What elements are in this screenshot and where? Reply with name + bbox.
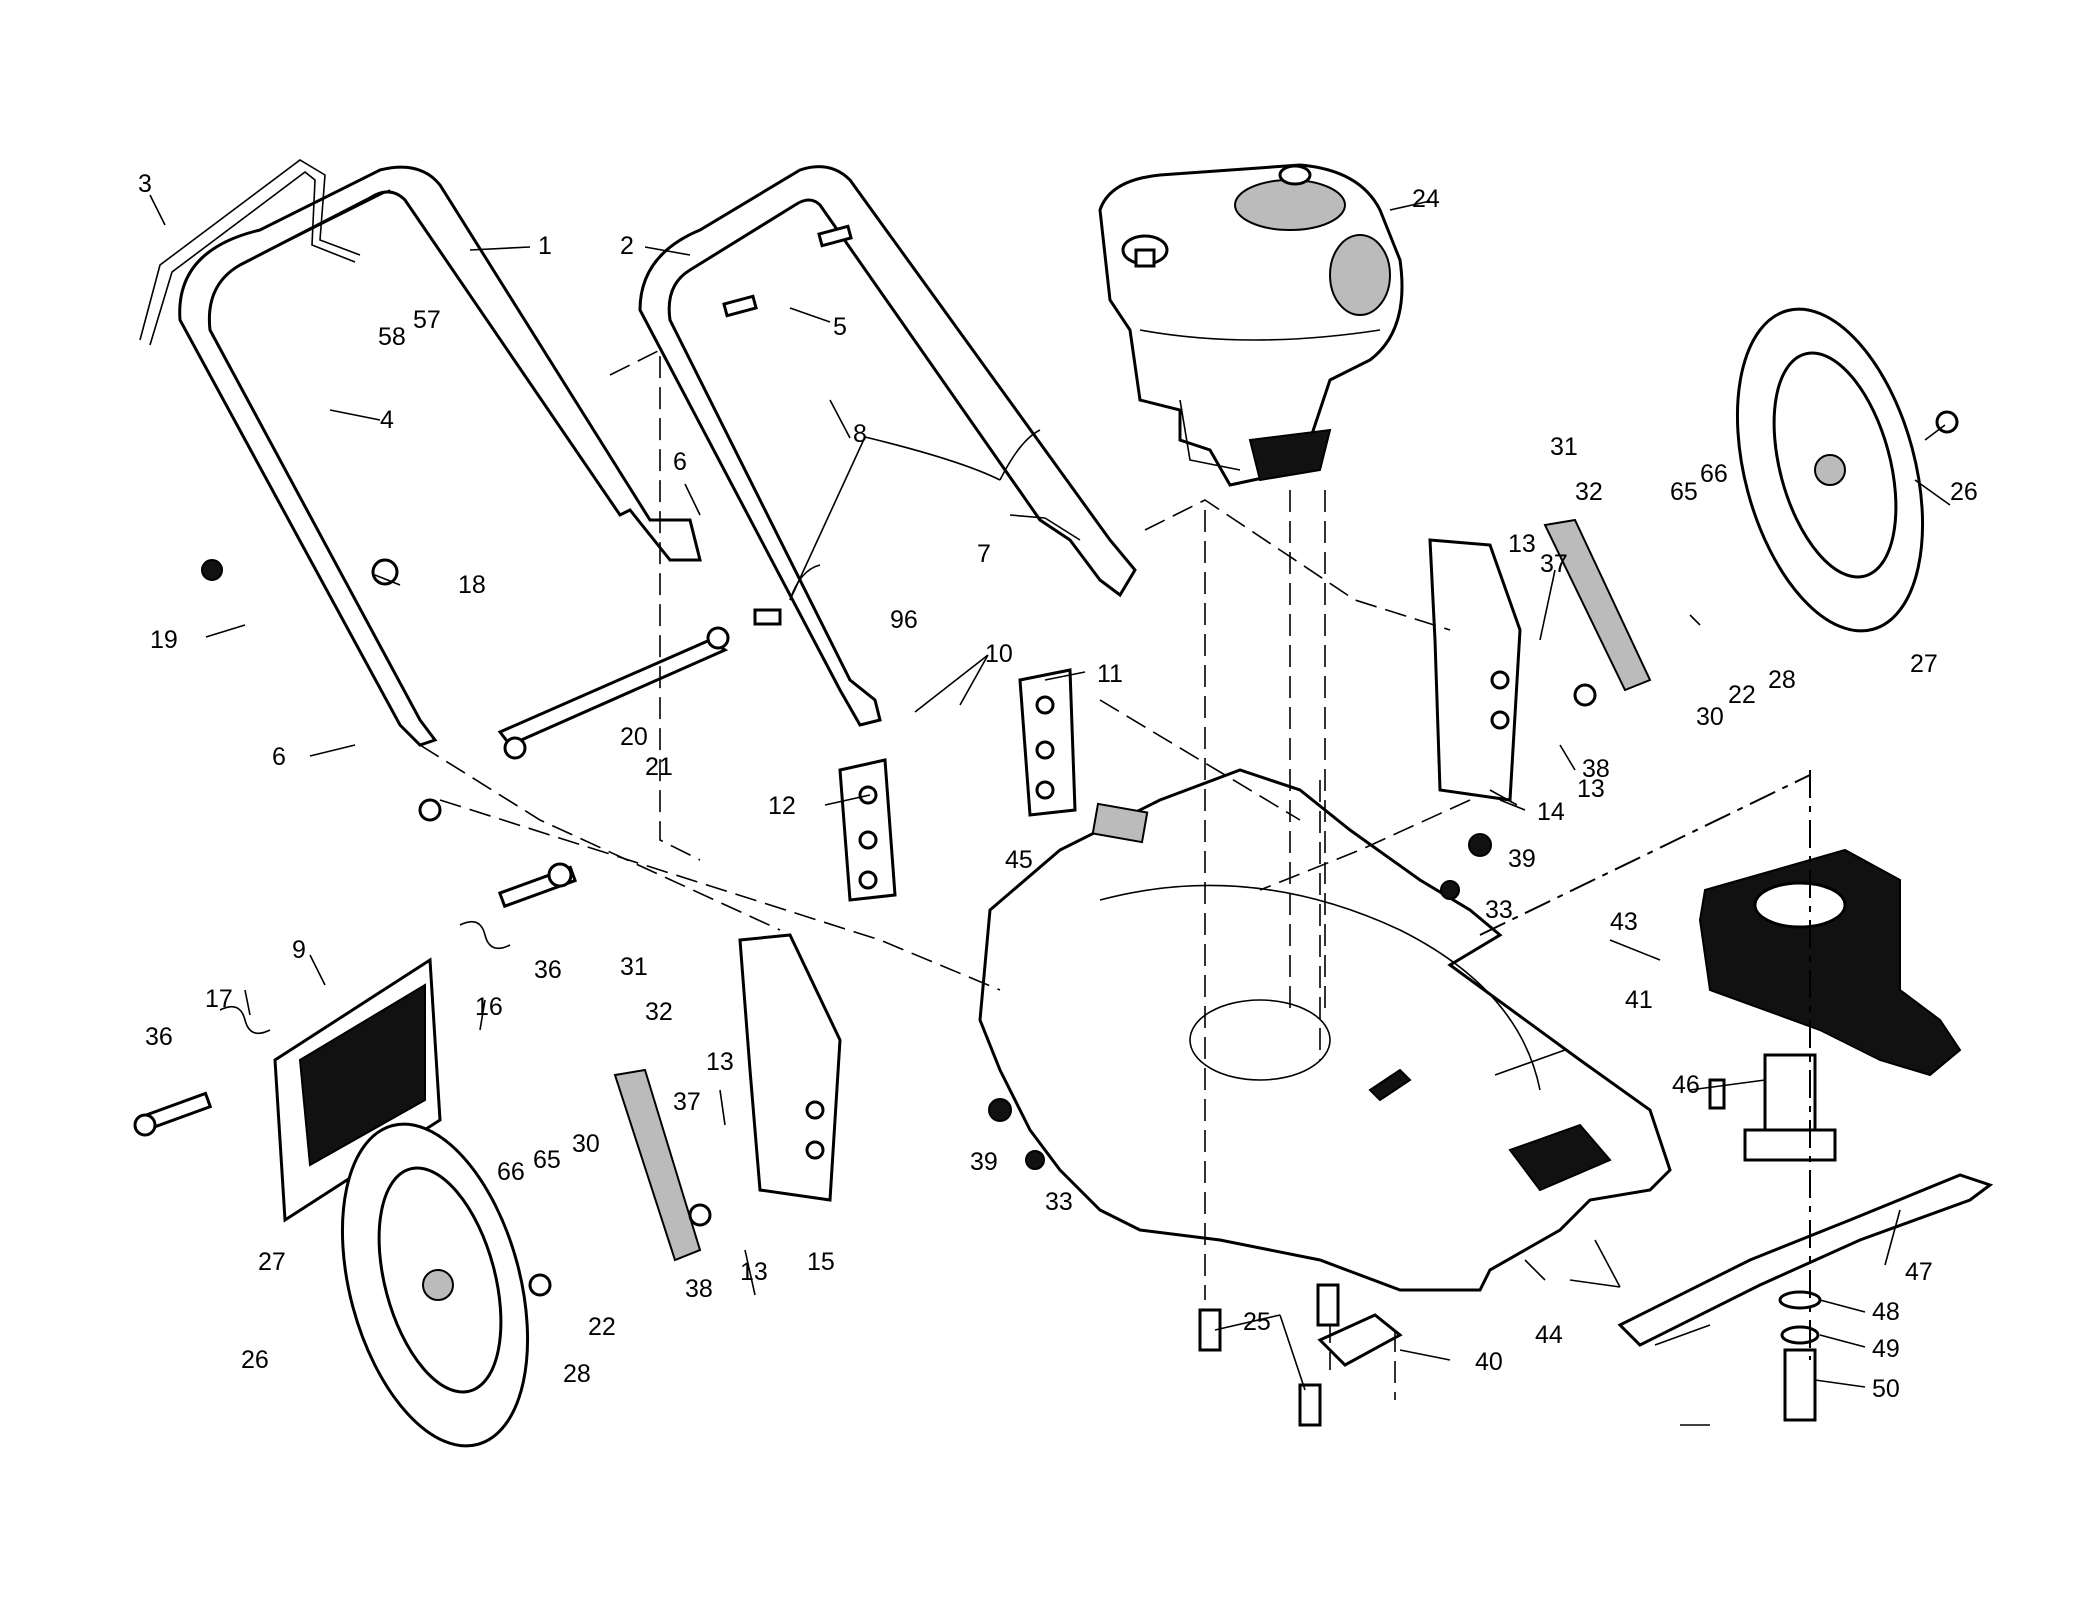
label-part-18: 18 <box>458 571 486 599</box>
label-part-30b: 30 <box>1696 703 1724 731</box>
label-part-66a: 66 <box>497 1158 525 1186</box>
blade-adapter <box>1743 1053 1837 1162</box>
label-part-26a: 26 <box>241 1346 269 1374</box>
label-part-12: 12 <box>768 792 796 820</box>
label-part-19: 19 <box>150 626 178 654</box>
baffle-plate-40 <box>1317 1313 1403 1367</box>
label-part-57: 57 <box>413 306 441 334</box>
label-part-13d: 13 <box>1577 775 1605 803</box>
label-part-26b: 26 <box>1950 478 1978 506</box>
leader-lines <box>149 194 1951 1426</box>
label-part-2: 2 <box>620 232 634 260</box>
label-part-3: 3 <box>138 170 152 198</box>
crossbar-rod <box>497 626 730 760</box>
label-part-37b: 37 <box>1540 550 1568 578</box>
height-adjuster-left <box>738 933 842 1202</box>
handle-control-bar <box>139 159 361 346</box>
blade-bolt <box>1783 1348 1817 1422</box>
label-part-16: 16 <box>475 993 503 1021</box>
label-part-39b: 39 <box>1508 845 1536 873</box>
upper-handle <box>178 165 702 747</box>
mounting-plate-12 <box>838 758 897 902</box>
blade-bell-washer <box>1780 1325 1820 1345</box>
label-part-41: 41 <box>1625 986 1653 1014</box>
label-part-33a: 33 <box>1045 1188 1073 1216</box>
cable-tie <box>999 429 1041 481</box>
label-part-1: 1 <box>538 232 552 260</box>
label-part-4: 4 <box>380 406 394 434</box>
label-part-15: 15 <box>807 1248 835 1276</box>
label-part-22b: 22 <box>1728 681 1756 709</box>
label-part-58: 58 <box>378 323 406 351</box>
blade-washer <box>1778 1290 1822 1310</box>
label-part-9: 9 <box>292 936 306 964</box>
label-part-36b: 36 <box>145 1023 173 1051</box>
label-part-32a: 32 <box>645 998 673 1026</box>
label-part-40: 40 <box>1475 1348 1503 1376</box>
label-part-8: 8 <box>853 420 867 448</box>
label-part-11: 11 <box>1097 660 1123 688</box>
label-part-31b: 31 <box>1550 433 1578 461</box>
lower-handle <box>638 165 1137 727</box>
label-part-43: 43 <box>1610 908 1638 936</box>
label-part-24: 24 <box>1412 185 1440 213</box>
front-baffle <box>273 957 442 1223</box>
label-part-44: 44 <box>1535 1321 1563 1349</box>
engine <box>1098 163 1404 487</box>
label-part-33b: 33 <box>1485 896 1513 924</box>
label-part-47: 47 <box>1905 1258 1933 1286</box>
label-part-28a: 28 <box>563 1360 591 1388</box>
label-part-96: 96 <box>890 606 918 634</box>
mounting-plate-11 <box>1018 668 1077 817</box>
wheel-left <box>340 1122 530 1448</box>
label-part-28b: 28 <box>1768 666 1796 694</box>
lever-arm-right <box>1543 518 1652 692</box>
label-part-13c: 13 <box>1508 530 1536 558</box>
label-part-21: 21 <box>645 753 673 781</box>
label-part-31a: 31 <box>620 953 648 981</box>
label-part-13a: 13 <box>706 1048 734 1076</box>
label-part-22a: 22 <box>588 1313 616 1341</box>
label-part-65b: 65 <box>1670 478 1698 506</box>
label-part-10: 10 <box>985 640 1013 668</box>
label-part-17: 17 <box>205 985 233 1013</box>
label-part-45: 45 <box>1005 846 1033 874</box>
label-part-32b: 32 <box>1575 478 1603 506</box>
label-part-65a: 65 <box>533 1146 561 1174</box>
wheel-right <box>1735 307 1925 633</box>
label-part-5: 5 <box>833 313 847 341</box>
label-part-50: 50 <box>1872 1375 1900 1403</box>
part-labels: 3 1 2 57 58 5 4 8 6 18 7 96 10 11 19 20 … <box>138 170 1978 1403</box>
label-part-30a: 30 <box>572 1130 600 1158</box>
height-adjuster-right <box>1428 538 1522 802</box>
lever-arm-left <box>613 1068 702 1262</box>
label-part-7: 7 <box>977 540 991 568</box>
label-part-37a: 37 <box>673 1088 701 1116</box>
label-part-13b: 13 <box>740 1258 768 1286</box>
label-part-14: 14 <box>1537 798 1565 826</box>
mulch-insert-45 <box>1091 802 1149 844</box>
label-part-27a: 27 <box>258 1248 286 1276</box>
label-part-6a: 6 <box>673 448 687 476</box>
label-part-25: 25 <box>1243 1308 1271 1336</box>
label-part-48: 48 <box>1872 1298 1900 1326</box>
label-part-49: 49 <box>1872 1335 1900 1363</box>
hardware <box>133 224 1959 1427</box>
label-part-6b: 6 <box>272 743 286 771</box>
label-part-38a: 38 <box>685 1275 713 1303</box>
mulch-plug <box>1698 848 1962 1077</box>
label-part-66b: 66 <box>1700 460 1728 488</box>
blade <box>1617 1173 1994 1347</box>
label-part-46: 46 <box>1672 1071 1700 1099</box>
label-part-20: 20 <box>620 723 648 751</box>
label-part-27b: 27 <box>1910 650 1938 678</box>
label-part-39a: 39 <box>970 1148 998 1176</box>
label-part-38b: 38 <box>1582 755 1610 783</box>
label-part-36a: 36 <box>534 956 562 984</box>
